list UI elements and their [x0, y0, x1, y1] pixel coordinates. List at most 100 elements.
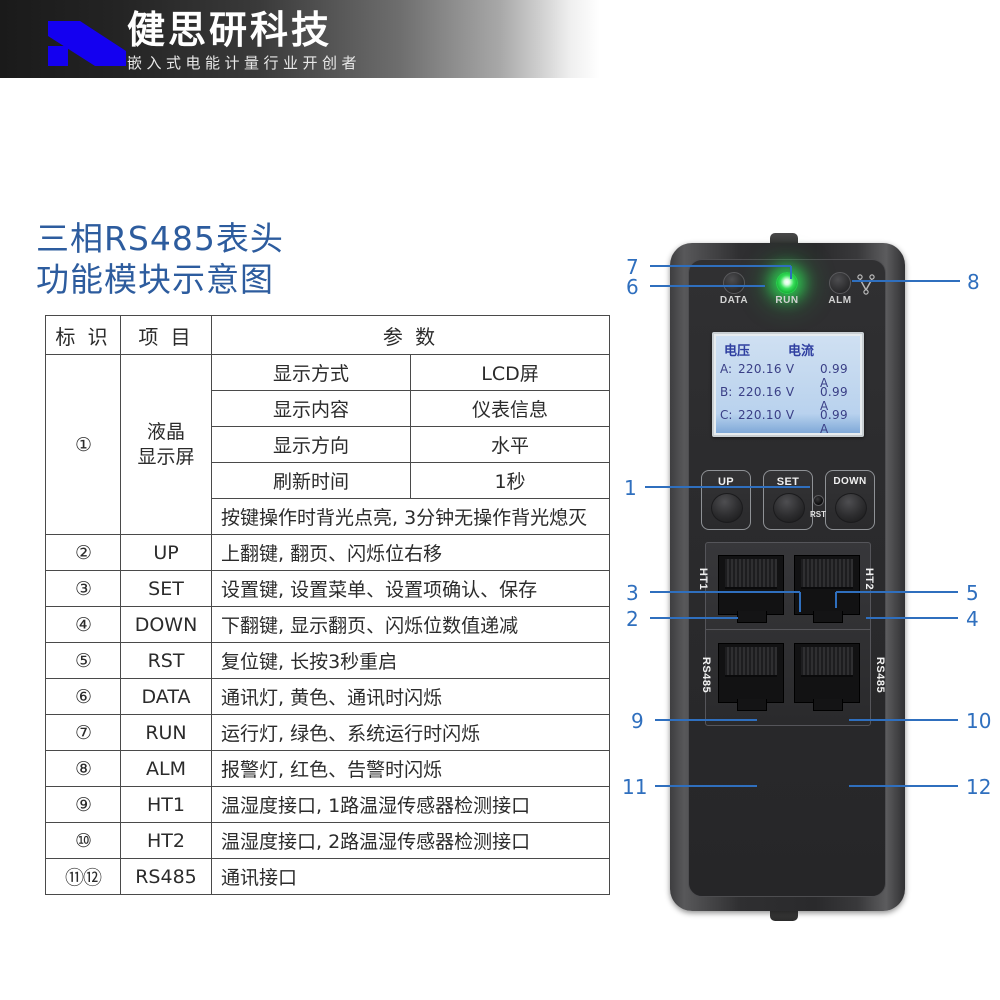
cell-id: ④: [45, 606, 121, 643]
callout-3: 3: [626, 581, 639, 605]
lcd-phase: C:: [720, 408, 733, 422]
ht2-port-label: HT2: [863, 567, 876, 591]
cell-id: ⑦: [45, 714, 121, 751]
rs485-port-2-jack[interactable]: [794, 643, 860, 711]
table-row: ⑩ HT2 温湿度接口, 2路温湿传感器检测接口: [45, 822, 610, 859]
table-row: ④ DOWN 下翻键, 显示翻页、闪烁位数值递减: [45, 606, 610, 643]
callout-9: 9: [631, 709, 644, 733]
table-row: ⑦ RUN 运行灯, 绿色、系统运行时闪烁: [45, 714, 610, 751]
callout-1: 1: [624, 476, 637, 500]
ht1-jack-tab: [736, 611, 768, 623]
device-housing: DATA RUN ALM: [670, 243, 905, 911]
lcd-current: 0.99 A: [820, 362, 848, 390]
rs485-1-jack-contacts: [725, 647, 777, 678]
callout-12: 12: [966, 775, 992, 799]
rs485-1-port-label: RS485: [700, 656, 713, 694]
down-button-cap[interactable]: [835, 493, 867, 523]
ht1-port-label: HT1: [697, 567, 710, 591]
rs485-2-jack-contacts: [801, 647, 853, 678]
cell-param-name: 刷新时间: [211, 462, 411, 499]
rs485-1-jack-tab: [736, 699, 768, 711]
cell-param-value: LCD屏: [410, 354, 610, 391]
cell-item: RST: [120, 642, 212, 679]
table-header-row: 标 识 项 目 参 数: [45, 315, 610, 355]
header-cell-item: 项 目: [120, 315, 212, 355]
cell-id: ⑪⑫: [45, 858, 121, 895]
cell-lcd-backlight-note: 按键操作时背光点亮, 3分钟无操作背光熄灭: [211, 498, 610, 535]
table-row: 显示内容 仪表信息: [46, 390, 610, 427]
cell-desc: 温湿度接口, 2路温湿传感器检测接口: [211, 822, 610, 859]
table-row: ⑪⑫ RS485 通讯接口: [45, 858, 610, 895]
cell-id: ⑤: [45, 642, 121, 679]
down-button[interactable]: DOWN: [825, 470, 875, 530]
cell-id: ⑩: [45, 822, 121, 859]
set-button-label: SET: [776, 476, 800, 488]
table-row: 显示方向 水平: [46, 426, 610, 463]
banner-text-group: 健思研科技 嵌入式电能计量行业开创者: [127, 8, 361, 73]
cell-item: DATA: [120, 678, 212, 715]
cell-item: RUN: [120, 714, 212, 751]
table-row: ⑧ ALM 报警灯, 红色、告警时闪烁: [45, 750, 610, 787]
table-row: ⑥ DATA 通讯灯, 黄色、通讯时闪烁: [45, 678, 610, 715]
lcd-screen: 电压 电流 A: 220.16 V 0.99 A B: 220.16: [716, 336, 860, 433]
ht1-jack-contacts: [725, 559, 777, 590]
lcd-header-voltage: 电压: [724, 344, 751, 359]
cell-item: RS485: [120, 858, 212, 895]
up-button[interactable]: UP: [701, 470, 751, 530]
table-row: ① 液晶 显示屏 显示方式 LCD屏: [45, 354, 610, 535]
cell-param-name: 显示方式: [211, 354, 411, 391]
cell-desc: 上翻键, 翻页、闪烁位右移: [211, 534, 610, 571]
table-row: 按键操作时背光点亮, 3分钟无操作背光熄灭: [46, 498, 610, 535]
table-row: ⑨ HT1 温湿度接口, 1路温湿传感器检测接口: [45, 786, 610, 823]
ht1-rj-jack[interactable]: [718, 555, 784, 623]
cell-param-name: 显示内容: [211, 390, 411, 427]
callout-2: 2: [626, 607, 639, 631]
ht2-jack-contacts: [801, 559, 853, 590]
page-title-line-1: 三相RS485表头: [36, 219, 284, 258]
table-row: ② UP 上翻键, 翻页、闪烁位右移: [45, 534, 610, 571]
alarm-led-icon: [829, 272, 851, 294]
callout-5: 5: [966, 581, 979, 605]
set-button-cap[interactable]: [773, 493, 805, 523]
specification-table: 标 识 项 目 参 数 ① 液晶 显示屏 显示方式 LCD屏 显示内容 仪表信息…: [45, 315, 610, 895]
callout-11: 11: [622, 775, 648, 799]
rs485-2-jack-tab: [812, 699, 844, 711]
cell-param-value: 仪表信息: [410, 390, 610, 427]
cell-id: ⑨: [45, 786, 121, 823]
site-header-banner: 健思研科技 嵌入式电能计量行业开创者: [0, 0, 1000, 78]
lcd-row: C: 220.10 V 0.99 A: [716, 408, 860, 433]
alarm-led-label: ALM: [828, 295, 852, 306]
lcd-current: 0.99 A: [820, 408, 848, 433]
lcd-voltage: 220.16 V: [738, 385, 795, 399]
reset-pinhole-button[interactable]: [813, 495, 824, 506]
set-button[interactable]: SET: [763, 470, 813, 530]
rs485-port-1-jack[interactable]: [718, 643, 784, 711]
down-button-label: DOWN: [833, 476, 867, 487]
cell-item: ALM: [120, 750, 212, 787]
device-illustration: DATA RUN ALM: [600, 225, 1000, 935]
lcd-voltage: 220.16 V: [738, 362, 795, 376]
connector-divider: [706, 629, 870, 630]
cell-param-name: 显示方向: [211, 426, 411, 463]
button-row: UP SET DOWN RST: [689, 470, 885, 532]
callout-4: 4: [966, 607, 979, 631]
run-led-icon: [776, 272, 798, 294]
up-button-label: UP: [717, 476, 735, 488]
cell-item: HT2: [120, 822, 212, 859]
rs485-2-port-label: RS485: [874, 656, 887, 694]
table-row: ⑤ RST 复位键, 长按3秒重启: [45, 642, 610, 679]
ht2-rj-jack[interactable]: [794, 555, 860, 623]
brand-name: 健思研科技: [127, 8, 333, 52]
cell-id: ⑥: [45, 678, 121, 715]
table-row: ③ SET 设置键, 设置菜单、设置项确认、保存: [45, 570, 610, 607]
cell-desc: 运行灯, 绿色、系统运行时闪烁: [211, 714, 610, 751]
callout-8: 8: [967, 270, 980, 294]
cell-param-value: 1秒: [410, 462, 610, 499]
led-indicator-row: DATA RUN ALM: [689, 270, 885, 316]
cell-desc: 温湿度接口, 1路温湿传感器检测接口: [211, 786, 610, 823]
connector-block: HT1 HT2 RS485 RS485: [697, 542, 886, 726]
page-title-line-2: 功能模块示意图: [36, 260, 274, 299]
lcd-item-line-1: 液晶: [146, 420, 185, 443]
up-button-cap[interactable]: [711, 493, 743, 523]
lcd-current: 0.99 A: [820, 385, 848, 413]
